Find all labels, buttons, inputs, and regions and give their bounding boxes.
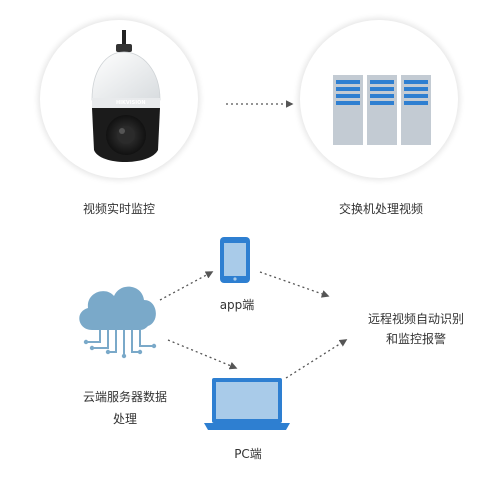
smartphone-icon (220, 237, 250, 283)
pc-label: PC端 (234, 447, 262, 461)
recognition-label-line2: 和监控报警 (385, 332, 446, 346)
arrow-pc-to-recognition (285, 339, 348, 379)
cloud-label-line1: 云端服务器数据 (82, 390, 167, 404)
arrow-app-to-recognition (259, 271, 330, 298)
arrow-cloud-to-app (159, 271, 214, 301)
laptop-icon (204, 378, 290, 430)
server-rack-icon (333, 75, 431, 145)
cloud-server-icon (79, 286, 157, 359)
ptz-camera-icon: HIKVISION (91, 30, 161, 162)
cloud-label-line2: 处理 (112, 412, 137, 426)
recognition-label-line1: 远程视频自动识别 (367, 312, 464, 326)
camera-brand-text: HIKVISION (116, 100, 146, 106)
arrow-cloud-to-pc (167, 339, 238, 370)
camera-label: 视频实时监控 (82, 202, 155, 216)
switch-label: 交换机处理视频 (338, 202, 423, 216)
app-label: app端 (219, 298, 255, 312)
